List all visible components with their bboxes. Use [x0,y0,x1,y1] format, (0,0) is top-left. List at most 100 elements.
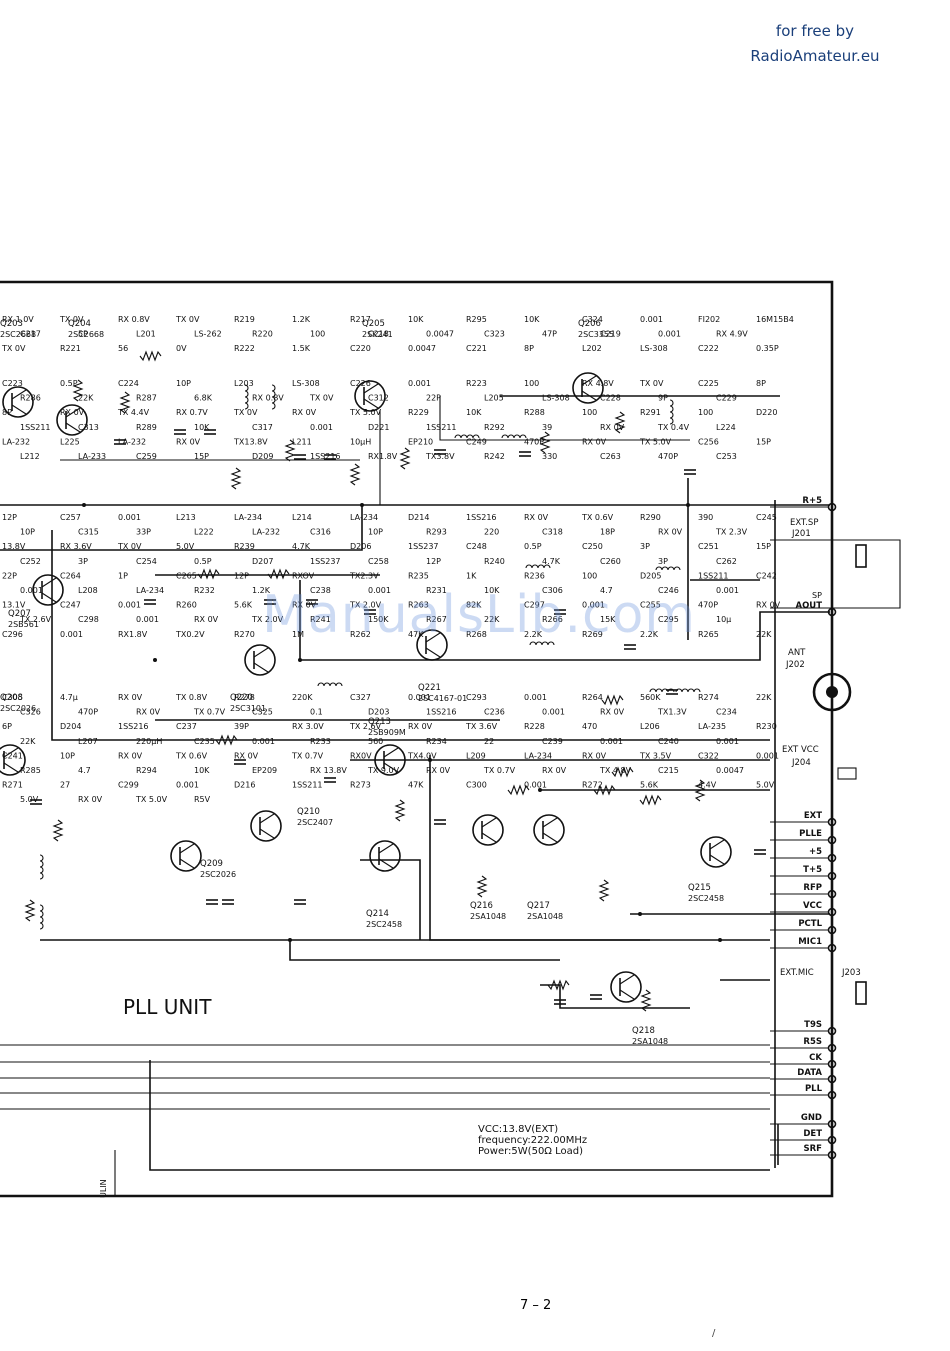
component-label: TX 0V [59,315,84,324]
component-label: 5.0V [176,542,195,551]
component-label: TX 0.8V [175,693,208,702]
component-label: LA-232 [2,437,30,446]
component-label: 470P [698,601,718,610]
component-label: 10µ [716,615,731,624]
resistor [598,879,610,902]
component-label: TX 0V [175,315,200,324]
component-label: D203 [368,708,389,717]
component-label: TX 0V [1,344,26,353]
component-label: TX 5.0V [639,437,672,446]
component-label: C263 [600,452,621,461]
component-label: C224 [118,379,139,388]
component-label: 13.8V [2,542,26,551]
component-label: 1SS216 [426,708,457,717]
component-label: L214 [292,513,312,522]
component-label: LA-234 [234,513,262,522]
component-label: 5P [78,330,88,339]
jack-frame [770,539,901,609]
inductor [39,904,44,930]
component-label: R229 [408,408,429,417]
component-label: 22K [484,615,500,624]
component-label: R219 [234,315,255,324]
connector-label-plle: PLLE [799,829,822,839]
component-label: TX 2.6V [19,615,52,624]
component-label: 0.001 [136,615,159,624]
transistor-ref-q206: Q206 [578,319,601,329]
component-label: C264 [60,571,81,580]
jack-label-ext-mic: EXT.MIC [780,968,814,978]
component-label: C254 [136,557,157,566]
component-label: C296 [2,630,23,639]
component-label: RX 0V [756,601,781,610]
component-label: 1SS211 [292,781,323,790]
component-label: 15P [756,542,771,551]
component-label: 9P [658,394,668,403]
component-label: 470 [582,722,597,731]
wiring [0,280,901,1198]
component-label: 3P [658,557,668,566]
terminal [827,853,837,863]
component-label: 1SS216 [466,513,497,522]
component-label: 10K [194,766,210,775]
component-label: C312 [368,394,389,403]
component-label: TX13.8V [233,437,268,446]
junction [538,788,542,792]
component-label: 22K [756,693,772,702]
component-label: R262 [350,630,371,639]
transistor-emitter [11,404,27,415]
component-label: R268 [466,630,487,639]
component-label: 390 [698,513,713,522]
component-label: LA-235 [698,722,726,731]
component-label: D214 [408,513,429,522]
transistor-ref-q213: Q213 [368,717,391,727]
terminal [827,1074,837,1084]
component-label: R291 [640,408,661,417]
transistor-emitter [65,422,81,433]
component-label: R235 [408,571,429,580]
component-label: 0.001 [118,513,141,522]
inductor [244,384,249,410]
transistor-ref-q203: Q203 [0,319,23,329]
component-label: C251 [698,542,719,551]
transistor-emitter [179,858,195,869]
component-label: 22K [756,630,772,639]
component-label: 0.001 [524,693,547,702]
component-label: R272 [582,781,603,790]
component-label: R285 [20,766,41,775]
component-label: TX 0.7V [291,751,324,760]
component-label: 13.1V [2,601,26,610]
component-label: 220 [484,528,499,537]
junction [82,503,86,507]
component-label: R293 [426,528,447,537]
component-label: RX 0V [292,408,317,417]
component-label: 0.5P [524,542,542,551]
component-label: 0.001 [658,330,681,339]
jack-label-j204: J204 [791,758,811,768]
inductor [271,384,276,410]
transistor-collector [378,843,394,854]
component-label: R292 [484,423,505,432]
terminal [827,502,837,512]
component-label: 5.0V [756,781,775,790]
component-label: RX 0V [118,751,143,760]
component-label: R286 [20,394,41,403]
component-label: L201 [136,330,156,339]
inductor [501,434,527,439]
component-label: TX 2.6V [349,722,382,731]
terminal [827,1090,837,1100]
component-label: R223 [466,379,487,388]
inductor [669,399,674,425]
connector-label-rfp: RFP [803,883,822,893]
transistor-ref-q204: Q204 [68,319,91,329]
component-label: C236 [484,708,505,717]
component-label: C297 [524,601,545,610]
component-label: C229 [716,394,737,403]
connector-label-t+5: T+5 [803,865,822,875]
component-label: R230 [756,722,777,731]
component-label: 0.001 [600,737,623,746]
component-label: RX1.8V [118,630,148,639]
component-label: TX 2.0V [349,601,382,610]
component-label: 0.001 [716,586,739,595]
transistor-collector [3,747,19,758]
junction [718,938,722,942]
